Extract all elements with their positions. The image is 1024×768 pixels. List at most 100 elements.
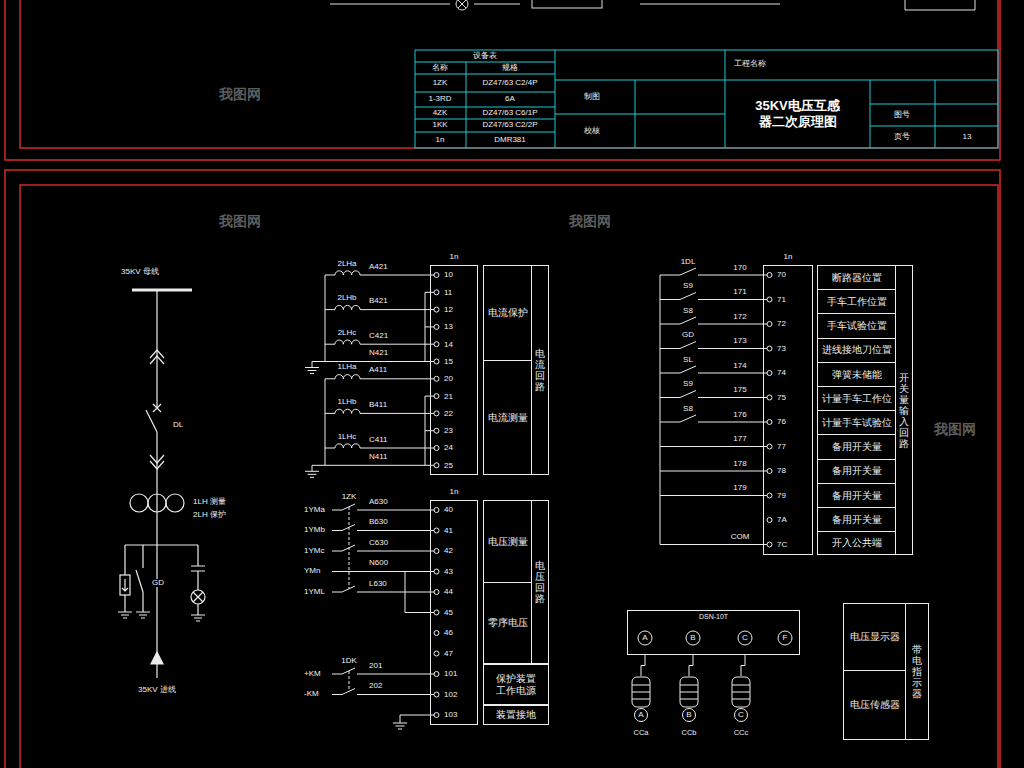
terminal-dot — [767, 346, 772, 351]
terminal-number: 13 — [444, 322, 453, 331]
terminal-dot — [767, 420, 772, 425]
arrester-lead — [124, 545, 125, 612]
table-cell: 制图 — [583, 93, 601, 102]
table-border — [415, 50, 998, 148]
ct-symbol — [130, 494, 148, 512]
voltage-sensor: CCCc — [730, 676, 752, 724]
wire — [698, 324, 767, 325]
device-tag: DL — [172, 421, 184, 430]
terminal-dot — [767, 395, 772, 400]
function-box: 电流保护 — [484, 266, 532, 361]
terminal-number: 77 — [777, 442, 786, 451]
table-cell: 4ZK — [432, 109, 449, 118]
wire-number: 177 — [732, 435, 747, 444]
switch-link — [349, 507, 350, 589]
function-box: 计量手车试验位 — [818, 411, 896, 435]
ground-lead — [312, 465, 313, 471]
wire-label: 201 — [368, 662, 383, 671]
terminal-block: 1n707172737475767778797A7C — [763, 265, 813, 555]
terminal-dot — [767, 518, 772, 523]
ct-wire-label: C421 — [368, 332, 389, 341]
terminal-dot — [767, 469, 772, 474]
terminal-number: 22 — [444, 409, 453, 418]
wire — [332, 530, 342, 531]
title-cell: 35KV电压互感器二次原理图 — [725, 80, 870, 148]
ct-wire-label: N411 — [368, 453, 389, 462]
table-cell: 校核 — [583, 127, 601, 136]
terminal-dot — [434, 342, 439, 347]
wire-number: COM — [730, 533, 751, 542]
wire-label: A630 — [368, 498, 389, 507]
group-title: 电流回路 — [535, 348, 545, 392]
terminal-number: 23 — [444, 426, 453, 435]
function-label: 电流测量 — [488, 412, 528, 423]
wire-number: S9 — [682, 380, 694, 389]
title-block-grid — [415, 50, 998, 148]
table-rule — [415, 50, 998, 148]
ct-wire-label: B411 — [368, 401, 388, 410]
terminal-dot — [767, 322, 772, 327]
table-cell: DMR381 — [493, 136, 527, 145]
terminal-dot — [434, 651, 439, 656]
ground-symbol — [305, 368, 319, 374]
terminal-number: 15 — [444, 357, 453, 366]
watermark: 我图网 — [568, 214, 612, 229]
switch-blade — [680, 366, 696, 373]
ct-wire — [360, 413, 434, 414]
terminal-dot — [434, 273, 439, 278]
ct-lead — [325, 448, 335, 449]
indicator-module: DSN-10T — [627, 610, 800, 655]
ct-coil — [335, 444, 360, 448]
terminal-block-name: 1n — [450, 487, 459, 496]
terminal-number: 14 — [444, 340, 453, 349]
table-cell: 6A — [504, 95, 516, 104]
phase-letter: C — [738, 710, 744, 719]
ct-wire-label: 2LHa — [336, 260, 357, 269]
terminal-dot — [434, 528, 439, 533]
switch-link — [349, 671, 350, 692]
module-model: DSN-10T — [699, 613, 728, 621]
sheet-frame — [5, 0, 1000, 768]
wire-number: 171 — [732, 288, 747, 297]
terminal-number: 101 — [444, 669, 457, 678]
channel-socket — [738, 631, 752, 645]
channel-letter: B — [689, 634, 696, 643]
terminal-dot — [434, 569, 439, 574]
wire-number: 175 — [732, 386, 747, 395]
ct-wire-label: 2LHb — [336, 294, 357, 303]
terminal-number: 24 — [444, 443, 453, 452]
wire — [332, 571, 434, 572]
terminal-number: 40 — [444, 505, 453, 514]
function-label: 进线接地刀位置 — [822, 344, 892, 355]
channel-socket — [638, 631, 652, 645]
phase-letter: A — [638, 710, 643, 719]
function-label: 电压传感器 — [850, 699, 900, 710]
ct-coil — [335, 271, 360, 275]
signal-name: -KM — [303, 690, 320, 699]
wire-number: 1DL — [680, 258, 697, 267]
table-cell: 页号 — [893, 133, 911, 142]
table-cell: 1-3RD — [427, 95, 452, 104]
sensor-body — [680, 677, 698, 707]
single-line-diagram — [118, 290, 205, 678]
terminal-dot — [767, 493, 772, 498]
ct-wire — [360, 344, 434, 345]
terminal-dot — [434, 631, 439, 636]
wire-number: 174 — [732, 362, 747, 371]
switch-blade — [680, 293, 696, 300]
terminal-number: 21 — [444, 392, 453, 401]
arrester-symbol — [120, 575, 130, 595]
terminal-number: 103 — [444, 710, 457, 719]
signal-name: +KM — [303, 670, 322, 679]
terminal-dot — [767, 297, 772, 302]
terminal-dot — [434, 672, 439, 677]
function-box: 保护装置工作电源 — [483, 664, 549, 705]
table-cell: 图号 — [893, 111, 911, 120]
wire — [660, 471, 767, 472]
terminal-dot — [434, 549, 439, 554]
function-label: 备用开关量 — [832, 465, 882, 476]
terminal-dot — [434, 692, 439, 697]
function-box: 电流测量 — [484, 361, 532, 474]
circuit-group: 电流回路电流保护电流测量 — [483, 265, 549, 475]
channel-letter: C — [741, 634, 749, 643]
